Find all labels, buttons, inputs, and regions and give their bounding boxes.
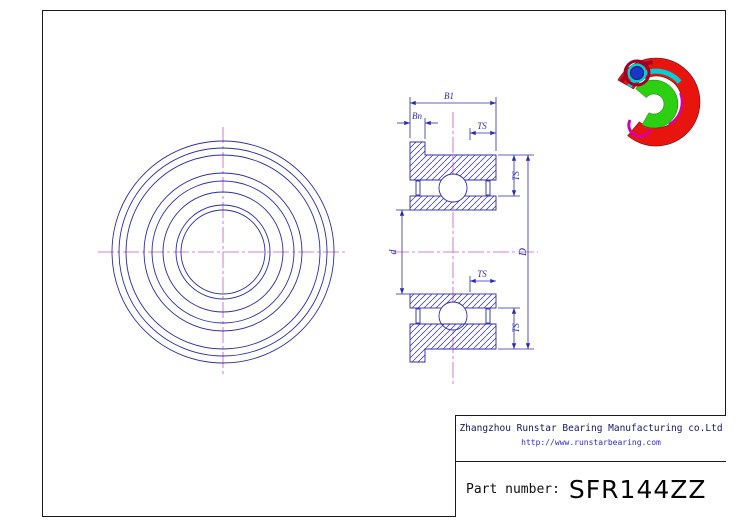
shield-inner-circle (151, 180, 295, 324)
outer-ring-top-hatch (409, 141, 497, 181)
outer-ring-circle (125, 154, 321, 350)
ball-top (438, 173, 468, 203)
flange-outer-circle (111, 140, 335, 364)
render-ball-blue (630, 66, 644, 80)
dim-label-bore-d: d (388, 249, 399, 255)
title-block-company-row: Zhangzhou Runstar Bearing Manufacturing … (456, 416, 726, 462)
shield-outer-circle (143, 172, 303, 332)
inner-ring-circle (162, 191, 284, 313)
bore-chamfer-circle (175, 204, 271, 300)
line-art (111, 97, 534, 364)
render-seal-magenta-bottom (627, 119, 652, 138)
bore-circle (180, 209, 266, 295)
dim-label-b1: B1 (444, 91, 454, 101)
part-number-value: SFR144ZZ (568, 474, 707, 504)
dim-label-ts-right-bottom: TS (511, 323, 521, 333)
dim-label-ts-bottom: TS (477, 269, 487, 279)
render-ball-socket-crimson (623, 59, 651, 87)
shield-top-left (415, 180, 421, 196)
shield-bottom-left (415, 308, 421, 324)
outer-ring-bottom-hatch (409, 323, 497, 363)
render-inner-edge-magenta (668, 92, 684, 126)
dim-label-bn: Bn (412, 111, 422, 121)
dim-label-ts-right-top: TS (511, 171, 521, 181)
shield-top-right (485, 180, 491, 196)
render-3d (617, 57, 701, 147)
company-website-link[interactable]: http://www.runstarbearing.com (521, 438, 661, 447)
shield-bottom-right (485, 308, 491, 324)
dim-label-outer-D: D (517, 248, 529, 257)
dim-label-ts-top: TS (477, 121, 487, 131)
render-bore-green (635, 79, 679, 129)
dimension-labels: B1 Bn TS TS TS TS d D (388, 91, 529, 333)
company-name: Zhangzhou Runstar Bearing Manufacturing … (459, 423, 723, 434)
title-block: Zhangzhou Runstar Bearing Manufacturing … (455, 415, 726, 517)
drawing-border (42, 10, 726, 517)
section-view (409, 141, 497, 363)
title-block-part-row: Part number: SFR144ZZ (456, 462, 726, 516)
front-view (111, 140, 335, 364)
part-number-label: Part number: (466, 481, 560, 497)
dimension-lines (396, 97, 534, 350)
outer-diameter-circle (118, 147, 328, 357)
